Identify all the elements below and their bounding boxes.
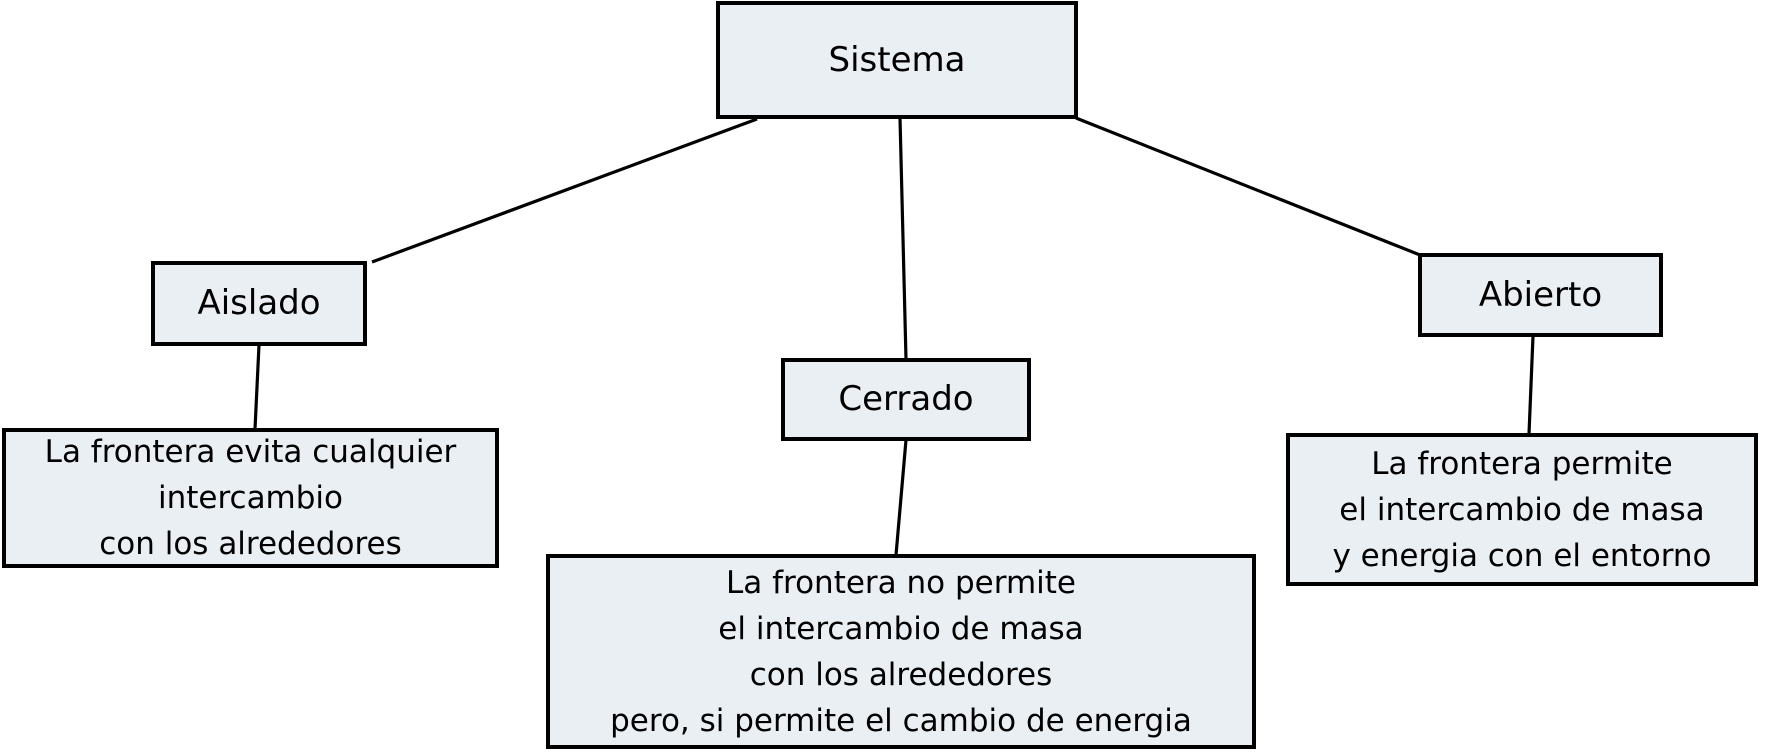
connector-sistema-abierto [1075, 116, 1421, 257]
connector-sistema-aislado [371, 117, 758, 264]
description-abierto: La frontera permite el intercambio de ma… [1286, 433, 1758, 586]
description-aislado-text: La frontera evita cualquier intercambio … [44, 434, 457, 562]
node-aislado-label: Aislado [197, 283, 321, 324]
connector-cerrado-description [894, 439, 908, 556]
connector-sistema-cerrado [898, 117, 908, 360]
description-abierto-text: La frontera permite el intercambio de ma… [1332, 445, 1712, 574]
node-cerrado-label: Cerrado [838, 379, 974, 420]
node-aislado: Aislado [151, 261, 367, 346]
description-cerrado-text: La frontera no permite el intercambio de… [610, 564, 1192, 739]
connector-aislado-description [253, 344, 261, 430]
description-cerrado: La frontera no permite el intercambio de… [546, 554, 1256, 749]
node-cerrado: Cerrado [781, 358, 1031, 441]
node-sistema: Sistema [716, 1, 1078, 119]
node-sistema-label: Sistema [828, 39, 966, 80]
description-aislado: La frontera evita cualquier intercambio … [2, 428, 499, 568]
connector-abierto-description [1527, 335, 1535, 435]
node-abierto: Abierto [1418, 253, 1663, 337]
node-abierto-label: Abierto [1478, 274, 1603, 315]
